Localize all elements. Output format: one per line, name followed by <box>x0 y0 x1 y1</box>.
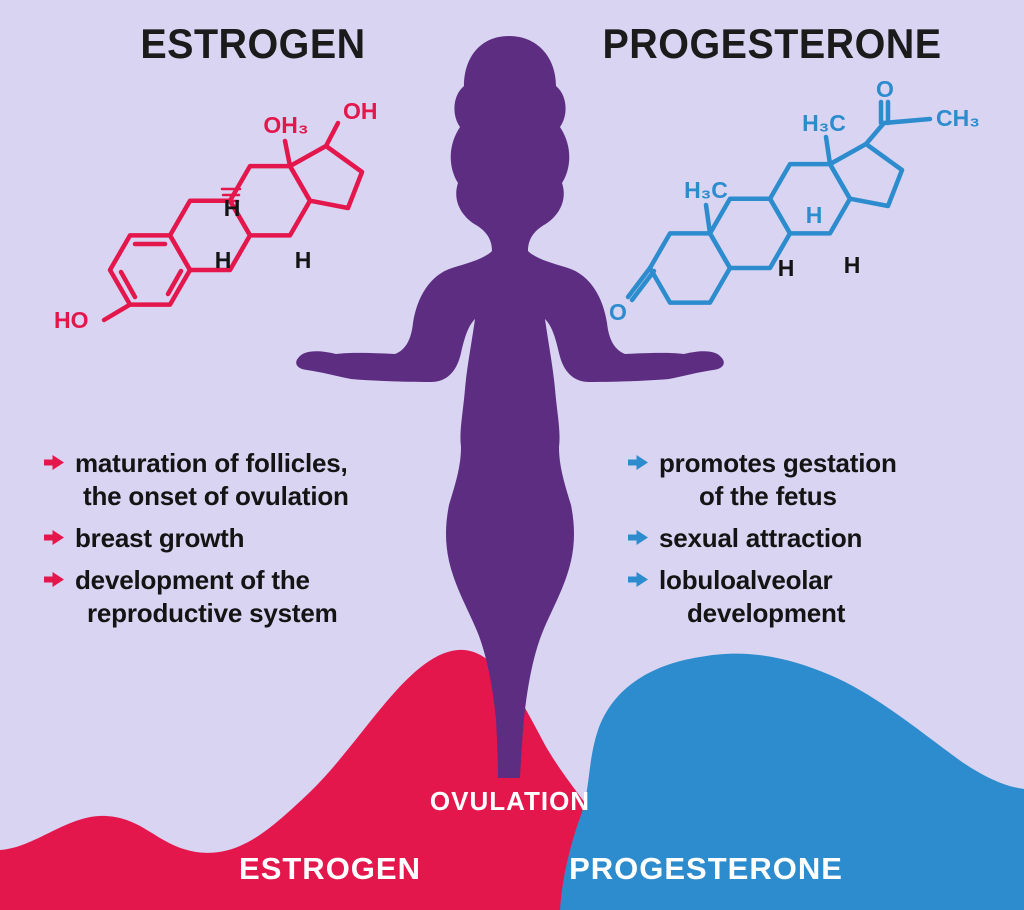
estrogen-ho-label: HO <box>54 307 89 333</box>
woman-silhouette-shape <box>296 36 724 778</box>
estrogen-h-label: H <box>215 247 232 273</box>
list-item: development of the reproductive system <box>44 564 424 630</box>
effect-text: sexual attraction <box>659 522 862 555</box>
progesterone-molecule-bonds <box>625 99 933 305</box>
effect-text: maturation of follicles, the onset of ov… <box>75 447 349 513</box>
list-item: sexual attraction <box>628 522 988 555</box>
arrow-icon <box>44 572 64 588</box>
effect-line: development <box>687 598 846 629</box>
progesterone-curve <box>560 653 1024 910</box>
effect-line: development of the <box>75 565 310 596</box>
effect-line: lobuloalveolar <box>659 565 833 596</box>
progesterone-h-label: H <box>806 202 823 228</box>
effect-line: maturation of follicles, <box>75 448 348 478</box>
progesterone-effects-list: promotes gestation of the fetus sexual a… <box>628 447 988 639</box>
effect-line: of the fetus <box>699 481 837 512</box>
effect-line: breast growth <box>75 523 245 554</box>
estrogen-oh-label: OH <box>343 98 378 124</box>
arrow-icon <box>628 530 648 546</box>
ovulation-label: OVULATION <box>429 786 591 816</box>
effect-line: promotes gestation <box>659 448 897 478</box>
progesterone-h3c-label: H₃C <box>684 177 728 203</box>
list-item: maturation of follicles, the onset of ov… <box>44 447 424 513</box>
estrogen-oh3-label: OH₃ <box>263 112 308 138</box>
effect-line: the onset of ovulation <box>83 481 349 512</box>
effect-line: sexual attraction <box>659 523 863 554</box>
arrow-icon <box>44 530 64 546</box>
progesterone-curve-label: PROGESTERONE <box>569 851 843 886</box>
list-item: breast growth <box>44 522 424 555</box>
estrogen-molecule-diagram: HO OH₃ OH H H H <box>54 98 378 333</box>
progesterone-h-label: H <box>844 252 861 278</box>
effect-line: reproductive system <box>87 598 338 629</box>
estrogen-title: ESTROGEN <box>140 20 366 67</box>
estrogen-molecule-bonds <box>101 120 365 323</box>
progesterone-molecule-diagram: O H₃C H₃C O CH₃ H H H <box>609 76 980 325</box>
effect-text: development of the reproductive system <box>75 564 338 630</box>
progesterone-title: PROGESTERONE <box>602 20 942 67</box>
list-item: lobuloalveolar development <box>628 564 988 630</box>
progesterone-h3c-label: H₃C <box>802 110 846 136</box>
effect-text: lobuloalveolar development <box>659 564 845 630</box>
effect-text: promotes gestation of the fetus <box>659 447 897 513</box>
progesterone-o-top-label: O <box>876 76 894 102</box>
estrogen-curve-label: ESTROGEN <box>239 851 421 886</box>
arrow-icon <box>44 455 64 470</box>
estrogen-h-label: H <box>224 195 241 221</box>
arrow-icon <box>628 572 648 588</box>
progesterone-o-bottom-label: O <box>609 299 627 325</box>
estrogen-h-label: H <box>295 247 312 273</box>
estrogen-effects-list: maturation of follicles, the onset of ov… <box>44 447 424 639</box>
list-item: promotes gestation of the fetus <box>628 447 988 513</box>
progesterone-h-label: H <box>778 255 795 281</box>
arrow-icon <box>628 455 648 470</box>
effect-text: breast growth <box>75 522 245 555</box>
estrogen-curve <box>0 649 660 910</box>
progesterone-ch3-label: CH₃ <box>936 105 980 131</box>
